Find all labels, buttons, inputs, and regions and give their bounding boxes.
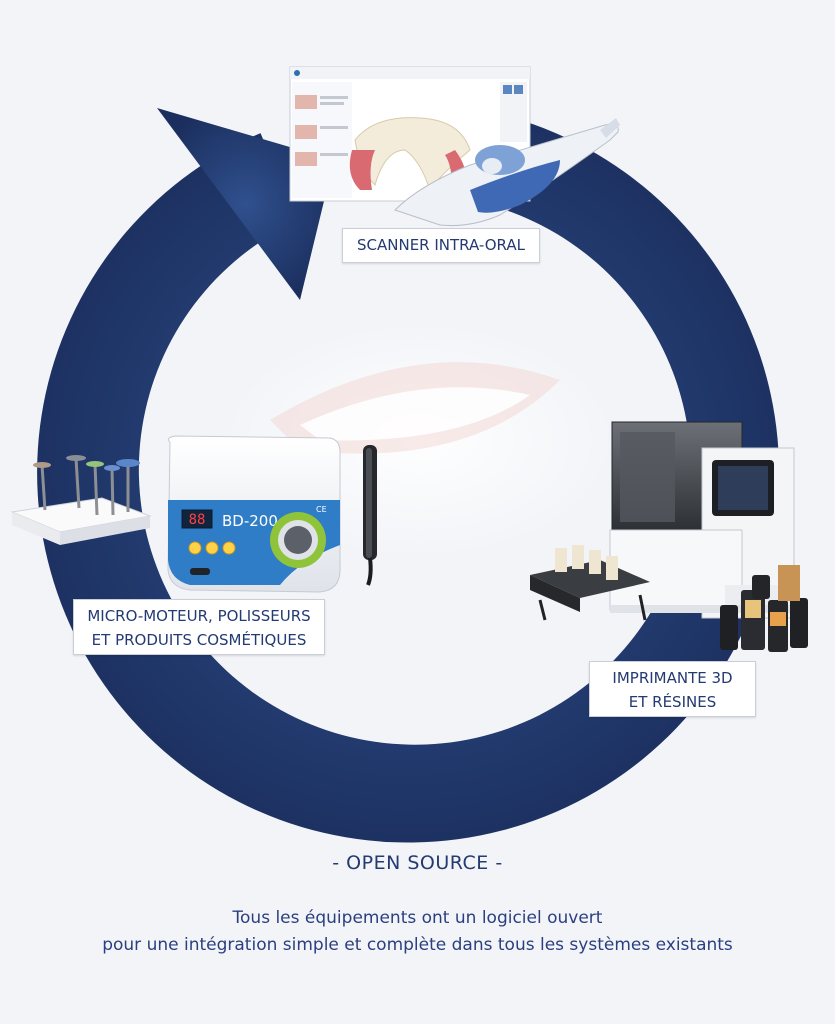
motor-display-text: 88 [189, 512, 206, 528]
micromotor-handpiece [363, 445, 377, 586]
scanner-label-text: SCANNER INTRA-ORAL [357, 236, 525, 254]
polishing-burs-stand [10, 455, 152, 545]
motor-model-text: BD-200 [222, 512, 278, 530]
open-source-title: - OPEN SOURCE - [332, 852, 503, 874]
micromotor-label-line1: MICRO-MOTEUR, POLISSEURS [87, 607, 311, 625]
printer-label-line1: IMPRIMANTE 3D [612, 669, 733, 687]
open-source-description: Tous les équipements ont un logiciel ouv… [0, 905, 835, 959]
motor-ce-text: CE [316, 505, 327, 514]
printed-models-plate [530, 545, 650, 621]
micromotor-label-line2: ET PRODUITS COSMÉTIQUES [91, 631, 307, 649]
3d-printer-device [609, 421, 795, 619]
resin-bottles [720, 565, 808, 652]
micromotor-device: 88 BD-200 CE [167, 435, 341, 593]
description-line2: pour une intégration simple et complète … [102, 935, 733, 955]
scanner-software-window [289, 66, 531, 202]
printer-label: IMPRIMANTE 3D ET RÉSINES [589, 661, 756, 717]
micromotor-label: MICRO-MOTEUR, POLISSEURS ET PRODUITS COS… [73, 599, 325, 655]
printer-label-line2: ET RÉSINES [628, 693, 717, 711]
description-line1: Tous les équipements ont un logiciel ouv… [232, 908, 603, 928]
scanner-label: SCANNER INTRA-ORAL [342, 228, 540, 263]
intraoral-scanner-device [394, 118, 620, 226]
smile-teeth [300, 387, 530, 441]
